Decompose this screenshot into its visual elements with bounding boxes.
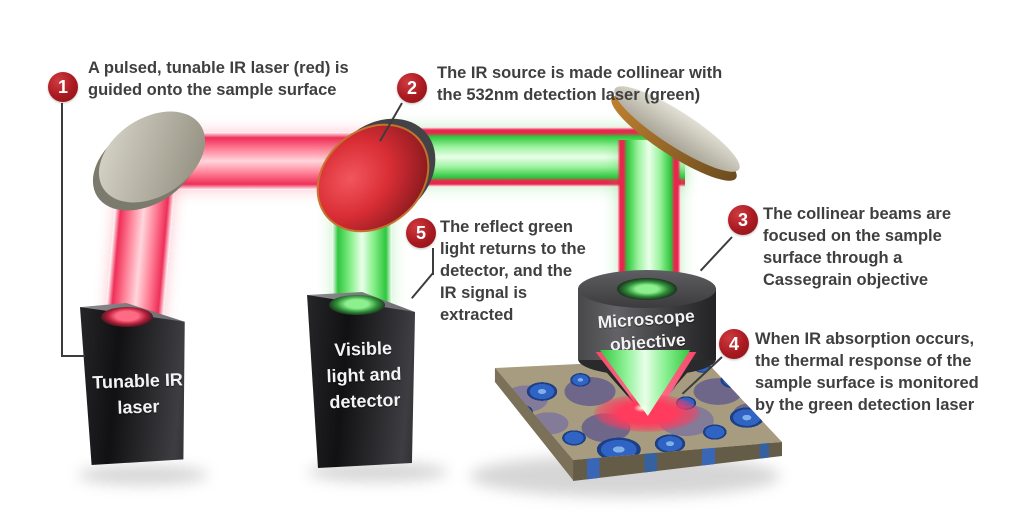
objective-aperture: [617, 278, 677, 300]
step-3-badge: 3: [728, 205, 758, 235]
step-2-text: The IR source is made collinear with the…: [437, 64, 723, 104]
step-5-text: The reflect green light returns to the d…: [440, 218, 586, 324]
step-4-text: When IR absorption occurs, the thermal r…: [755, 330, 979, 414]
ir-laser-box-shadow: [78, 465, 208, 485]
step-1-connector-elbow: [61, 355, 85, 357]
ir-laser-aperture: [101, 307, 153, 327]
detector-box-front: [307, 295, 416, 468]
step-3-text: The collinear beams are focused on the s…: [763, 205, 952, 289]
step-5-badge: 5: [406, 218, 436, 248]
ir-laser-box: [70, 292, 205, 478]
detector-box-shadow: [308, 462, 448, 482]
ir-laser-box-front: [79, 307, 185, 465]
step-1-connector: [61, 103, 63, 357]
detector-aperture: [329, 295, 385, 315]
step-2-badge: 2: [397, 73, 427, 103]
step-4-badge: 4: [719, 329, 749, 359]
detector-box-label: Visible light and detector: [326, 338, 402, 413]
detector-box: [298, 283, 433, 483]
step-5-connector: [432, 248, 434, 275]
step-1-text: A pulsed, tunable IR laser (red) is guid…: [88, 59, 349, 99]
ir-laser-box-label: Tunable IR laser: [91, 369, 184, 418]
collinear-beam-vertical: [617, 140, 681, 292]
focus-glint: [634, 404, 650, 412]
step-1-badge: 1: [48, 72, 78, 102]
step-3-connector: [699, 236, 733, 272]
